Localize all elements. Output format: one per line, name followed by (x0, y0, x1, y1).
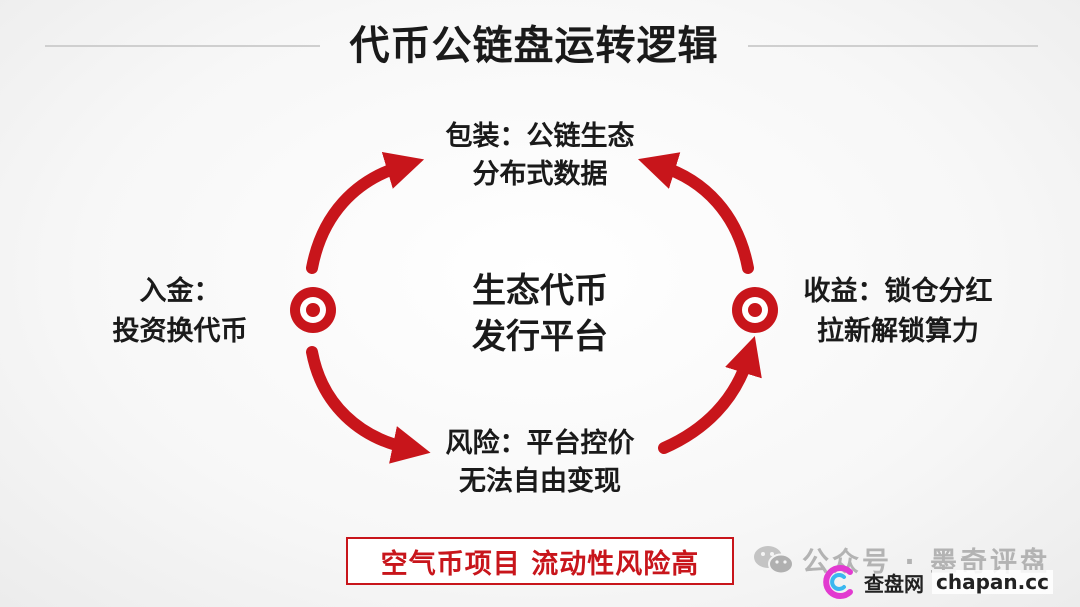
center-line1: 生态代币 (472, 271, 608, 311)
source-logo[interactable]: 查盘网 chapan.cc (820, 565, 1053, 599)
target-icon-right (732, 287, 778, 333)
page-title: 代币公链盘运转逻辑 (349, 23, 719, 69)
node-deposit: 入金： 投资换代币 (70, 272, 290, 352)
source-domain: chapan.cc (932, 570, 1053, 594)
arrow-left-to-bottom (306, 346, 431, 464)
wechat-icon (754, 545, 794, 574)
node-deposit-line1: 入金： (139, 276, 221, 307)
node-deposit-line2: 投资换代币 (112, 316, 248, 347)
center-platform: 生态代币 发行平台 (400, 268, 680, 360)
node-earnings: 收益：锁仓分红 拉新解锁算力 (778, 272, 1018, 352)
center-line2: 发行平台 (472, 317, 608, 357)
warning-text: 空气币项目 流动性风险高 (380, 548, 700, 580)
arrow-right-to-top (638, 152, 754, 274)
node-earnings-line1: 收益：锁仓分红 (803, 276, 993, 307)
node-risk: 风险：平台控价 无法自由变现 (380, 425, 700, 501)
watermark: 公众号 · 墨奇评盘 (752, 540, 1050, 579)
node-risk-line2: 无法自由变现 (459, 466, 621, 497)
warning-box: 空气币项目 流动性风险高 (346, 537, 734, 585)
node-earnings-line2: 拉新解锁算力 (817, 316, 979, 347)
arrow-left-to-top (306, 151, 425, 274)
node-packaging-line2: 分布式数据 (472, 159, 608, 190)
node-risk-line1: 风险：平台控价 (445, 428, 635, 459)
title-rule-left (45, 45, 320, 47)
source-name: 查盘网 (864, 571, 924, 596)
node-packaging: 包装：公链生态 分布式数据 (380, 118, 700, 194)
arrow-bottom-to-right (658, 335, 762, 454)
title-rule-right (748, 45, 1038, 47)
node-packaging-line1: 包装：公链生态 (445, 121, 635, 152)
target-icon-left (290, 287, 336, 333)
chapan-logo-icon (823, 565, 853, 599)
